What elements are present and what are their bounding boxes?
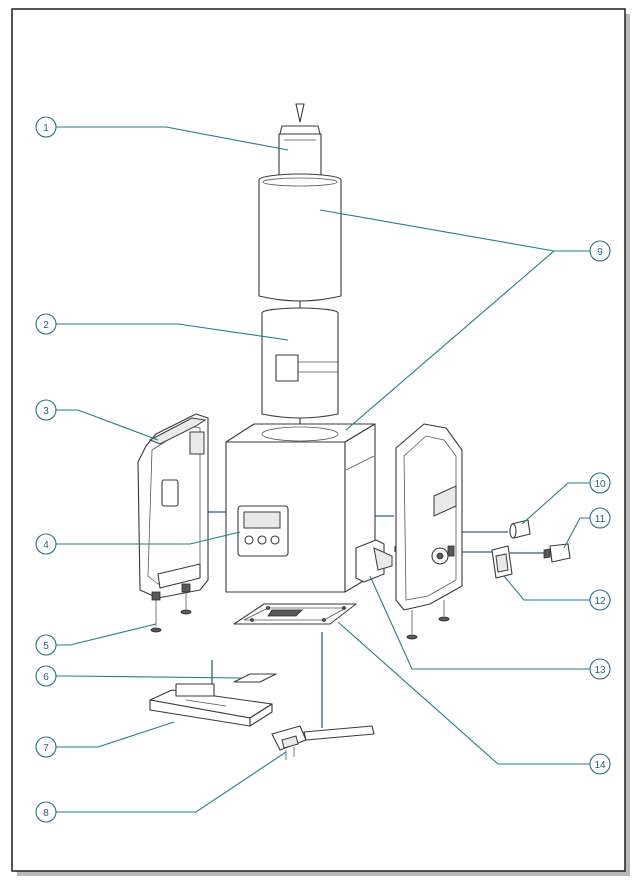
callout-4: 4 [35, 533, 57, 555]
callout-13: 13 [589, 658, 611, 680]
callout-11: 11 [589, 507, 611, 529]
foot-screws-left [150, 609, 192, 633]
left-side-panel [137, 413, 209, 626]
control-button [244, 535, 254, 545]
callout-9: 9 [589, 240, 611, 262]
control-button [257, 535, 267, 545]
svg-text:10: 10 [594, 479, 606, 490]
foot-screws-right [406, 616, 450, 640]
svg-text:4: 4 [43, 540, 49, 551]
main-housing [225, 423, 376, 593]
svg-text:14: 14 [594, 760, 606, 771]
svg-text:11: 11 [595, 514, 606, 525]
svg-text:12: 12 [594, 596, 606, 607]
callout-14: 14 [589, 753, 611, 775]
callout-2: 2 [35, 313, 57, 335]
svg-text:9: 9 [597, 247, 603, 258]
callout-8: 8 [35, 801, 57, 823]
switch-module [491, 545, 513, 579]
callout-7: 7 [35, 736, 57, 758]
display-screen [243, 511, 281, 529]
callout-12: 12 [589, 589, 611, 611]
power-plug [271, 725, 375, 760]
callout-6: 6 [35, 665, 57, 687]
upper-cylinder [258, 173, 342, 302]
filter-cap [278, 103, 322, 179]
svg-text:3: 3 [43, 406, 49, 417]
right-side-panel [395, 423, 463, 634]
svg-text:8: 8 [43, 808, 49, 819]
callout-10: 10 [589, 472, 611, 494]
svg-text:6: 6 [43, 672, 49, 683]
side-bracket [355, 539, 393, 583]
control-button [270, 535, 280, 545]
bottom-tray [149, 683, 273, 727]
cylinder-connector [275, 354, 299, 382]
small-plate [233, 673, 277, 683]
svg-text:13: 13 [594, 665, 606, 676]
callout-3: 3 [35, 399, 57, 421]
callout-5: 5 [35, 634, 57, 656]
svg-text:7: 7 [43, 743, 49, 754]
socket-cap [509, 519, 531, 539]
base-plate [233, 603, 357, 625]
svg-text:1: 1 [43, 123, 49, 134]
leader-lines [56, 126, 590, 813]
assembly-lines [194, 298, 548, 728]
callout-1: 1 [35, 116, 57, 138]
lower-cylinder [261, 307, 339, 419]
svg-text:5: 5 [43, 641, 49, 652]
plug-connector [543, 543, 571, 563]
svg-text:2: 2 [43, 320, 49, 331]
